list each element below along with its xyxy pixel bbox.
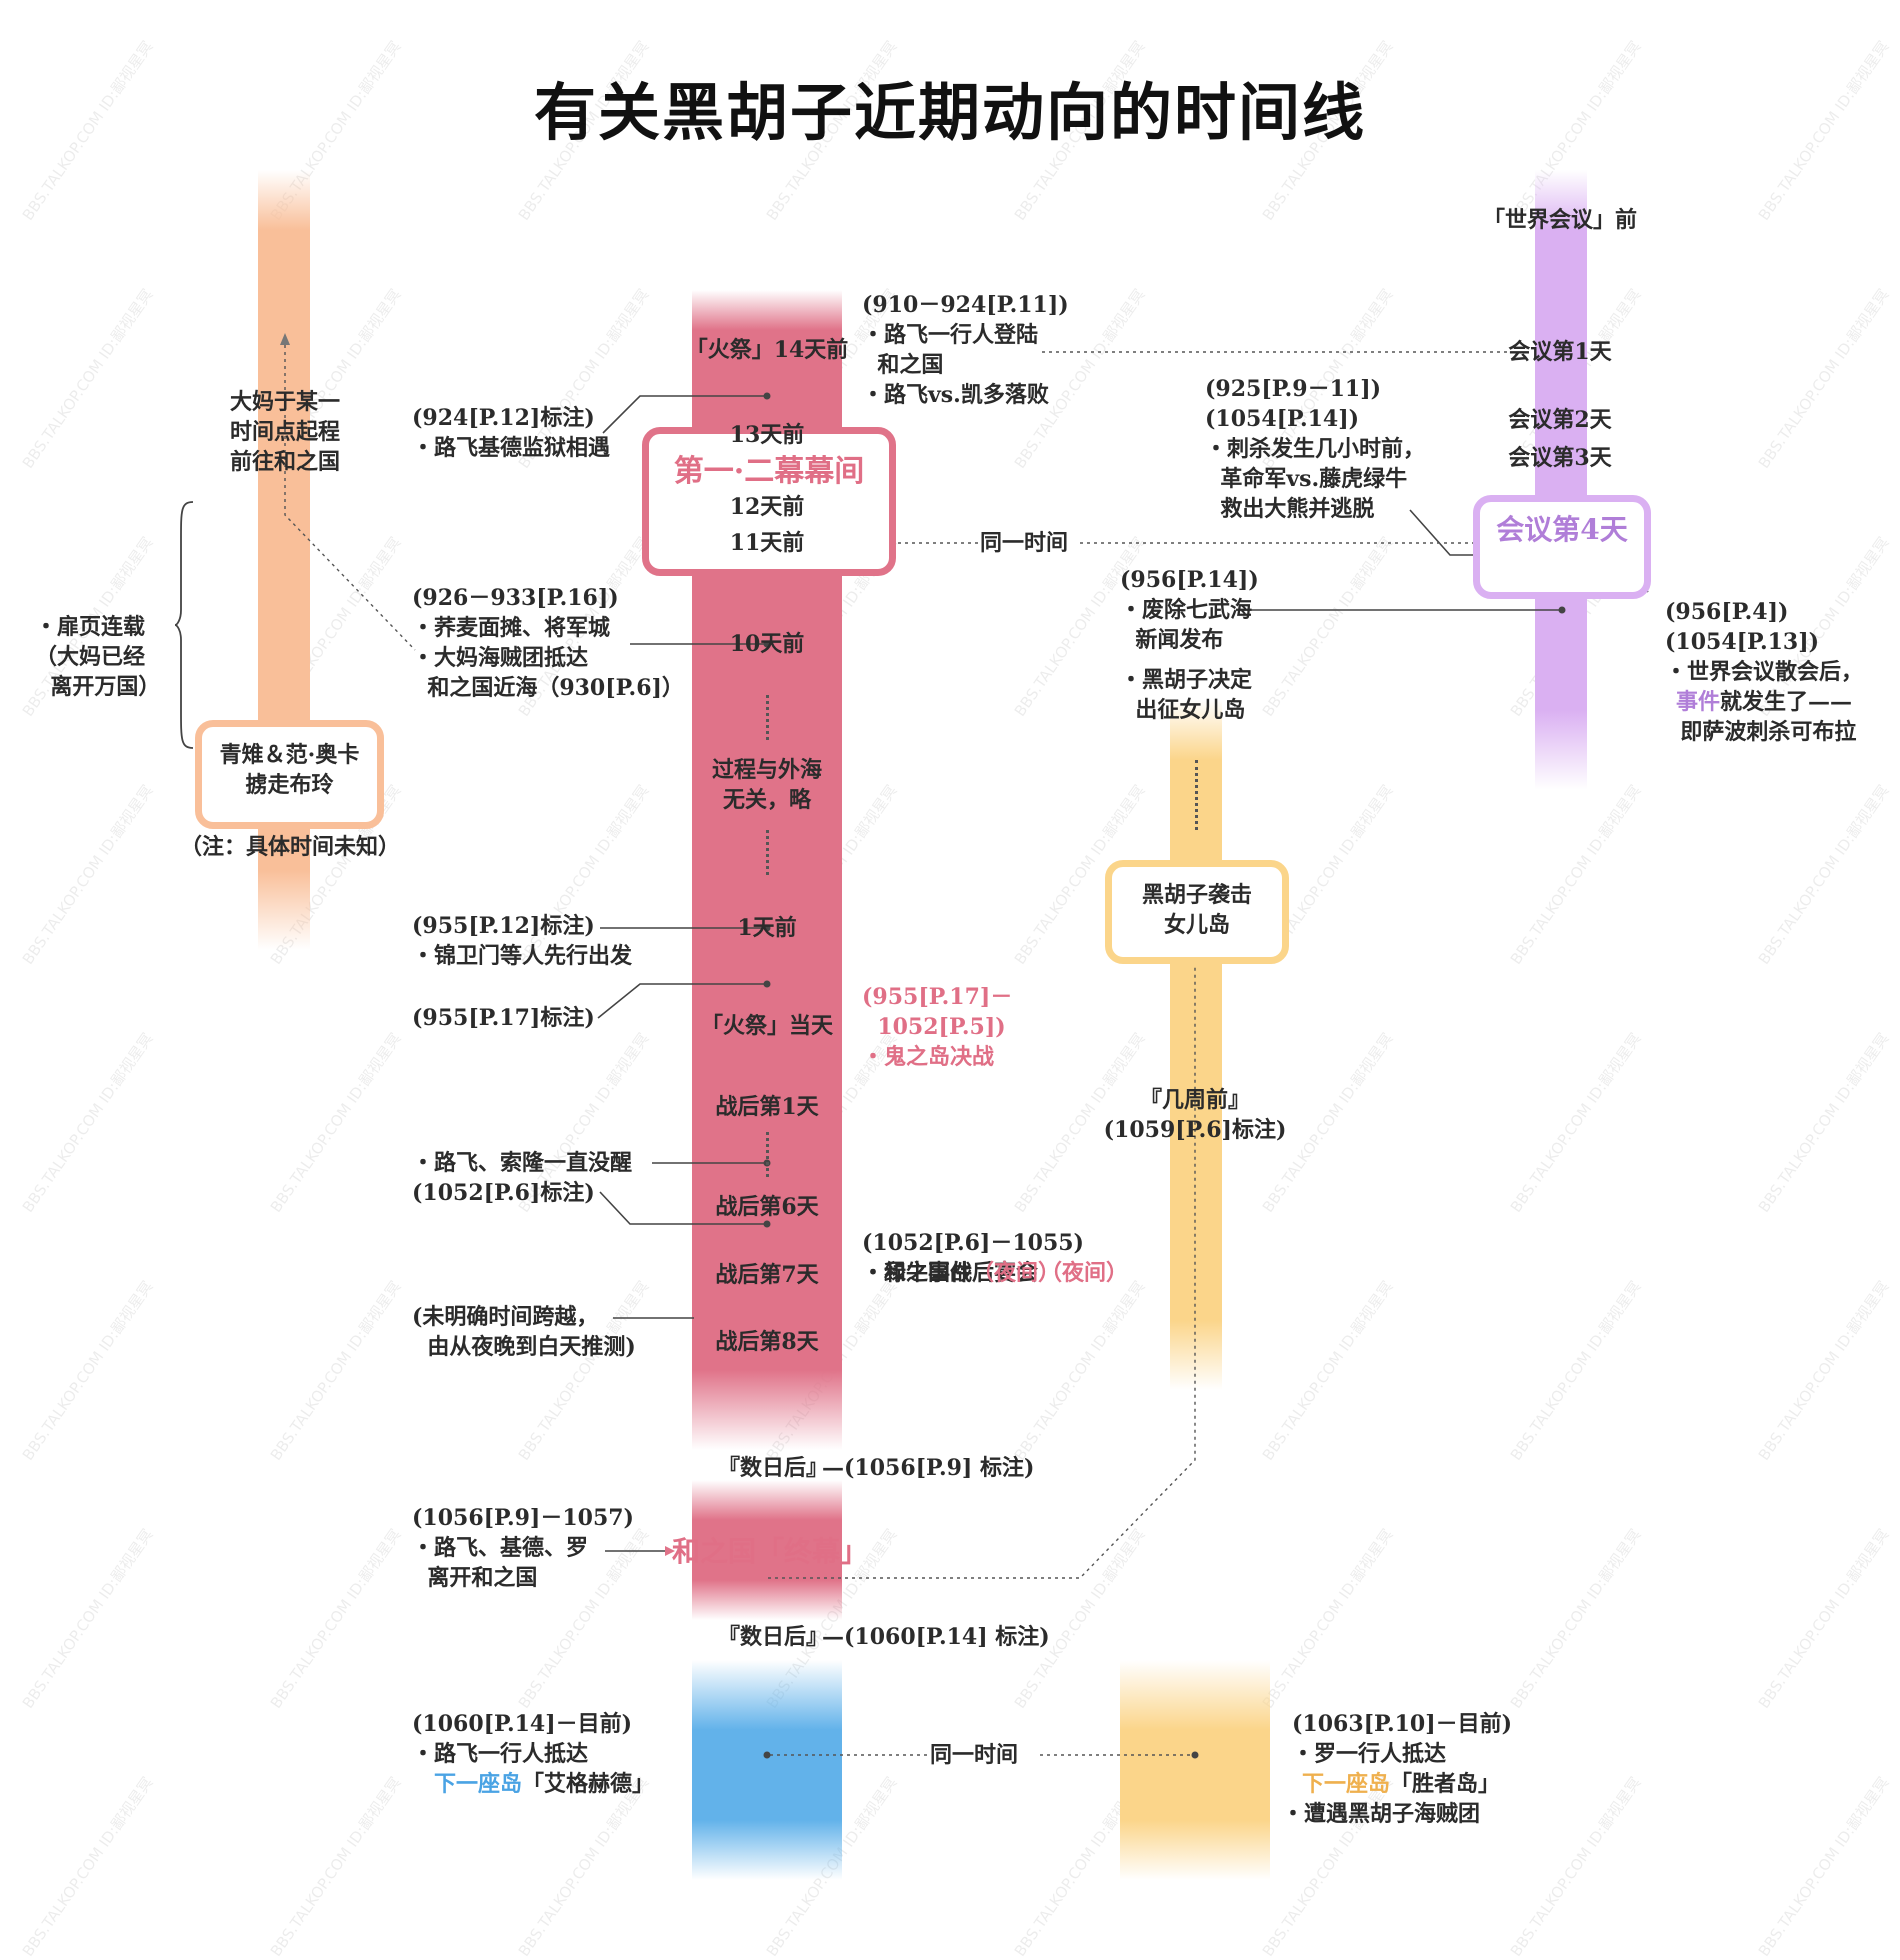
ryokugyu-event: ・绿牛事件 — [862, 1260, 973, 1286]
note-law-arrive: (1063[P.10]－目前) ・罗一行人抵达 — [1292, 1711, 1513, 1767]
note-revolutionary-escape: (925[P.9－11]) (1054[P.14]) ・刺杀发生几小时前， 革命… — [1205, 376, 1426, 522]
note-egghead-island: 下一座岛「艾格赫德」 — [434, 1769, 654, 1799]
serial-cover-note: ・扉页连载 （大妈已经 离开万国） — [35, 614, 161, 700]
note-sabo-assassination: 即萨波刺杀可布拉 — [1665, 719, 1857, 745]
council-day-4: 会议第4天 — [1496, 513, 1628, 546]
after-war-day-6: 战后第6天 — [715, 1194, 819, 1220]
days-later-2-note: —(1060[P.14] 标注) — [822, 1624, 1050, 1650]
after-war-day-8: 战后第8天 — [715, 1329, 819, 1355]
day-13-before: 13天前 — [729, 422, 805, 448]
purple-timeline-band — [1535, 170, 1587, 790]
event-rest: 就发生了—— — [1720, 689, 1853, 715]
act-interval-box — [642, 427, 896, 576]
ellipsis-dots — [1195, 760, 1198, 830]
same-time-label-bottom: 同一时间 — [930, 1742, 1019, 1768]
day-11-before: 11天前 — [729, 530, 805, 556]
note-time-skip: (未明确时间跨越， 由从夜晚到白天推测) — [412, 1304, 636, 1360]
wano-finale: 和之国「终幕」 — [672, 1535, 869, 1568]
ellipsis-dots — [766, 695, 769, 740]
event-keyword: 事件 — [1676, 689, 1721, 715]
night-tag: （夜间） — [972, 1260, 1061, 1286]
note-luffy-zoro-asleep: ・路飞、索隆一直没醒 (1052[P.6]标注) — [412, 1150, 633, 1206]
note-leave-wano: (1056[P.9]－1057) ・路飞、基德、罗 离开和之国 — [412, 1505, 634, 1591]
ellipsis-dots — [766, 1132, 769, 1177]
note-meet-blackbeard: ・遭遇黑胡子海贼团 — [1282, 1801, 1481, 1827]
note-kinemon-depart: (955[P.12]标注) ・锦卫门等人先行出发 — [412, 913, 633, 969]
same-time-label: 同一时间 — [980, 530, 1069, 556]
egghead-island-name: 「艾格赫德」 — [522, 1771, 655, 1797]
winner-island-name: 「胜者岛」 — [1390, 1771, 1501, 1797]
days-later-2: 『数日后』 — [718, 1624, 829, 1650]
side-brace — [175, 501, 194, 749]
note-warlord-abolish: (956[P.14]) ・废除七武海 新闻发布 — [1120, 567, 1259, 653]
note-banquet-line: ・绿牛事件（夜间） — [862, 1258, 1060, 1288]
note-council-dismissed: (956[P.4]) (1054[P.13]) ・世界会议散会后， — [1665, 599, 1864, 685]
weeks-before-note: 『几周前』 (1059[P.6]标注) — [1103, 1087, 1287, 1143]
note-winner-island: 下一座岛「胜者岛」 — [1302, 1769, 1500, 1799]
skipped-process: 过程与外海 无关，略 — [711, 757, 822, 813]
day-10-before: 10天前 — [729, 631, 805, 657]
banquet-night-tag: （夜间） — [1040, 1260, 1129, 1286]
blackbeard-attack-label: 黑胡子袭击 女儿岛 — [1141, 882, 1252, 938]
before-world-council: 「世界会议」前 — [1482, 207, 1637, 233]
after-war-day-1: 战后第1天 — [715, 1094, 819, 1120]
note-soba-stall: (926－933[P.16]) ・荞麦面摊、将军城 ・大妈海贼团抵达 和之国近海… — [412, 585, 684, 701]
aokiji-box-label: 青雉＆范·奥卡 掳走布玲 — [219, 742, 360, 798]
connector-lines — [280, 333, 1649, 1759]
orange-note: （注：具体时间未知） — [180, 834, 401, 860]
note-event-line: 事件就发生了—— — [1676, 687, 1852, 717]
page-title: 有关黑胡子近期动向的时间线 — [533, 76, 1366, 149]
day-1-before: 1天前 — [737, 915, 797, 941]
act-interval-title: 第一·二幕幕间 — [673, 454, 865, 489]
note-banquet-head: (1052[P.6]－1055) ・和之国战后宴会 — [862, 1230, 1084, 1286]
blue-timeline-band — [692, 1660, 842, 1880]
fire-festival-14-days: 「火祭」14天前 — [685, 337, 849, 363]
note-955-p17: (955[P.17]标注) — [412, 1005, 595, 1031]
aokiji-box — [195, 720, 384, 829]
days-later-1-note: —(1056[P.9] 标注) — [822, 1455, 1035, 1481]
council-day-1: 会议第1天 — [1508, 339, 1612, 365]
note-arrive-egghead: (1060[P.14]－目前) ・路飞一行人抵达 — [412, 1711, 633, 1767]
pink-timeline-band-finale — [692, 1480, 842, 1620]
council-day-3: 会议第3天 — [1508, 445, 1612, 471]
days-later-1: 『数日后』 — [718, 1455, 829, 1481]
council-day-2: 会议第2天 — [1508, 407, 1612, 433]
next-island-label: 下一座岛 — [1302, 1771, 1391, 1797]
note-prison-meet: (924[P.12]标注) ・路飞基德监狱相遇 — [412, 405, 611, 461]
note-blackbeard-decide: ・黑胡子决定 出征女儿岛 — [1120, 667, 1253, 723]
fire-festival-day: 「火祭」当天 — [700, 1013, 833, 1039]
ellipsis-dots — [766, 830, 769, 875]
council-day-4-box — [1473, 495, 1651, 599]
note-luffy-landing: (910－924[P.11]) ・路飞一行人登陆 和之国 ・路飞vs.凯多落败 — [862, 292, 1069, 408]
next-island-label: 下一座岛 — [434, 1771, 523, 1797]
after-war-day-7: 战后第7天 — [715, 1262, 819, 1288]
gold-timeline-band-bottom — [1120, 1660, 1270, 1880]
big-mom-departure-label: 大妈于某一 时间点起程 前往和之国 — [229, 389, 340, 475]
note-onigashima-battle: (955[P.17]－ 1052[P.5]) ・鬼之岛决战 — [862, 984, 1013, 1070]
blackbeard-attack-box — [1105, 860, 1289, 964]
day-12-before: 12天前 — [729, 494, 805, 520]
